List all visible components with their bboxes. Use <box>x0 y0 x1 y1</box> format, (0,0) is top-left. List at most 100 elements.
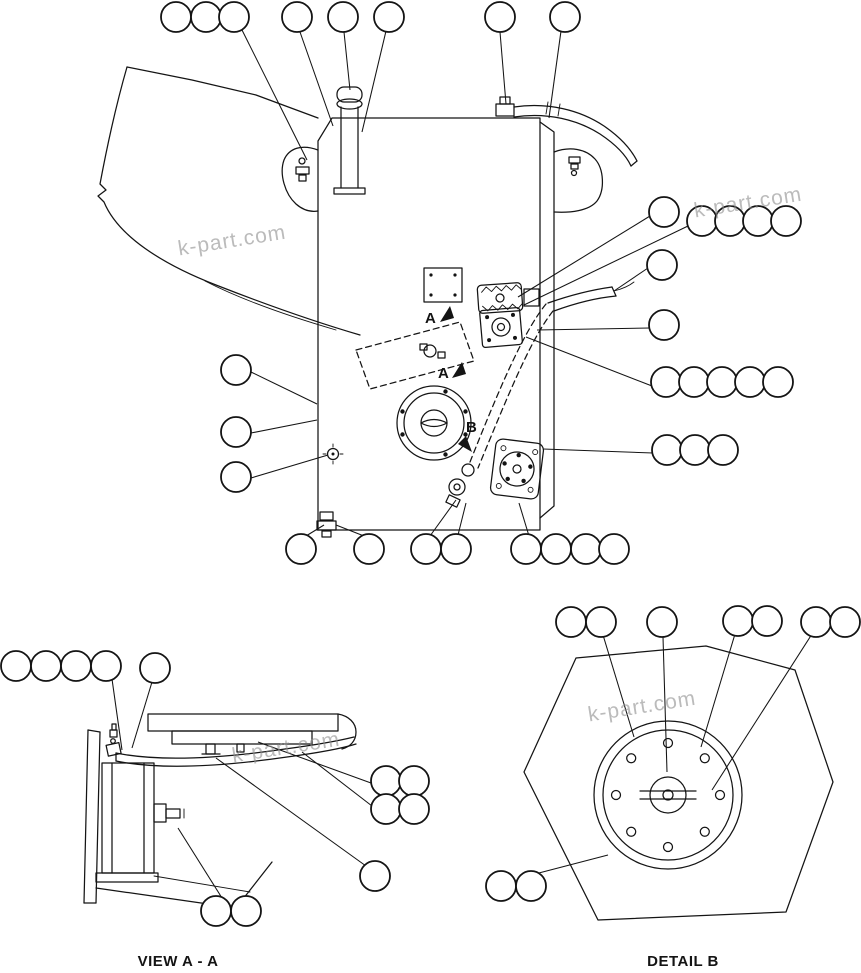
leader-line <box>250 419 318 434</box>
wall-section <box>95 731 101 904</box>
leader-line <box>429 499 457 537</box>
callout-balloon <box>646 606 678 638</box>
top-hose <box>513 104 638 162</box>
drain-plug <box>326 447 340 461</box>
breather-base <box>333 187 366 195</box>
pump-flange <box>403 392 465 454</box>
plate-bolt <box>236 743 245 753</box>
view-aa-drawing <box>83 713 357 909</box>
plate-outline <box>523 645 834 921</box>
callout-balloon <box>648 196 680 228</box>
bracket-foot <box>95 872 159 883</box>
callout-balloon <box>800 606 832 638</box>
hose-end-fitting <box>448 478 466 496</box>
leader-line <box>613 267 649 292</box>
callout-balloon <box>540 533 572 565</box>
clamp-screw <box>111 723 117 731</box>
leader-line <box>177 827 223 899</box>
callout-balloon <box>706 366 738 398</box>
callout-balloon <box>829 606 861 638</box>
breather-collar <box>336 98 363 110</box>
callout-balloon <box>510 533 542 565</box>
main-view-drawing <box>97 66 638 538</box>
top-fitting <box>495 103 515 117</box>
hose-curve <box>115 736 355 759</box>
detail-b-caption: DETAIL B <box>647 953 719 970</box>
plate-bolt <box>205 743 216 755</box>
hose-end-fitting <box>445 494 461 508</box>
callout-balloon <box>30 650 62 682</box>
leader-line <box>299 31 334 127</box>
callout-balloon <box>200 895 232 927</box>
top-hose <box>513 114 632 167</box>
leader-line <box>343 31 351 91</box>
callout-balloon <box>651 434 683 466</box>
callout-balloon <box>90 650 122 682</box>
callout-balloon <box>353 533 385 565</box>
clamp-screw <box>109 729 118 738</box>
leader-line <box>241 29 308 161</box>
cover-plate-bolt <box>453 273 457 277</box>
callout-balloon <box>440 533 472 565</box>
flange-ring <box>602 729 734 861</box>
pump-flange <box>396 385 472 461</box>
lower-flange <box>489 438 545 500</box>
callout-balloon <box>373 1 405 33</box>
suction-hose-hidden <box>469 303 547 463</box>
callout-balloon <box>160 1 192 33</box>
leader-line <box>534 854 609 875</box>
leader-line <box>250 371 318 405</box>
callout-balloon <box>230 895 262 927</box>
leader-line <box>305 524 325 537</box>
leader-line <box>361 30 387 133</box>
callout-balloon <box>598 533 630 565</box>
suction-hose <box>553 295 617 312</box>
callout-balloon <box>585 606 617 638</box>
hose-end-fitting <box>453 483 461 491</box>
callout-balloon <box>139 652 171 684</box>
suction-hose-hidden <box>477 310 554 469</box>
section-marker-a-upper: A <box>425 310 436 327</box>
callout-balloon <box>762 366 794 398</box>
view-aa-caption: VIEW A - A <box>138 953 219 970</box>
watermark-text: k-part.com <box>586 687 697 727</box>
bracket-channel <box>101 762 155 874</box>
left-bracket-fitting <box>298 174 307 182</box>
watermark-text: k-part.com <box>176 221 287 261</box>
leader-line <box>548 30 562 119</box>
hose-clamp <box>105 742 122 757</box>
section-clamp <box>419 343 428 351</box>
callout-balloon <box>60 650 92 682</box>
callout-balloon <box>370 765 402 797</box>
callout-balloon <box>398 765 430 797</box>
top-plate <box>147 713 339 732</box>
tank-outline <box>317 117 541 531</box>
callout-balloon <box>485 870 517 902</box>
leader-line <box>662 636 668 773</box>
callout-balloon <box>220 416 252 448</box>
callout-balloon <box>285 533 317 565</box>
section-arrow-a-upper <box>440 306 454 322</box>
callout-balloon <box>707 434 739 466</box>
hose-clamp <box>557 103 561 117</box>
drain-valve <box>319 511 334 521</box>
callout-balloons <box>0 1 861 927</box>
right-bracket-fitting <box>570 163 579 170</box>
callout-balloon <box>220 461 252 493</box>
detail-b-drawing <box>523 645 834 921</box>
right-bracket-bolt <box>570 169 578 177</box>
flange-coupler <box>479 306 523 349</box>
callout-balloon <box>549 1 581 33</box>
callout-balloon <box>410 533 442 565</box>
suction-hose <box>547 286 613 304</box>
captions: VIEW A - A DETAIL B <box>138 953 719 970</box>
callout-balloon <box>484 1 516 33</box>
hose-clamp <box>545 101 549 115</box>
callout-balloon <box>190 1 222 33</box>
flange-bolt-hole <box>699 753 710 764</box>
frame-edge <box>153 875 251 893</box>
detail-marker-b: B <box>466 419 477 436</box>
section-arrow-a-lower <box>452 362 466 378</box>
